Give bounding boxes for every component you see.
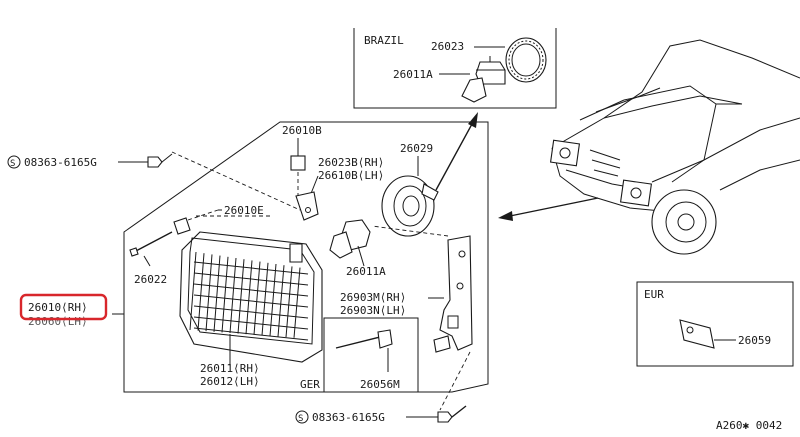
lens-line xyxy=(245,260,253,335)
lens-line xyxy=(189,251,197,331)
label-bolt-top: 08363-6165G xyxy=(24,156,97,169)
circle-s-top: S xyxy=(10,159,15,169)
bulb-socket-ring xyxy=(505,37,547,83)
lens-line xyxy=(253,261,261,335)
label-26011-rh: 26011⟨RH⟩ xyxy=(200,362,260,375)
label-26022: 26022 xyxy=(134,273,167,286)
main-assembly-outline xyxy=(112,121,489,393)
lens-line xyxy=(277,265,285,337)
label-26011a-brazil: 26011A xyxy=(393,68,433,81)
label-26023b: 26023B⟨RH⟩ xyxy=(318,156,384,169)
part-26010b: 26010B xyxy=(282,124,322,196)
callout-26010: 26010⟨RH⟩ 26060⟨LH⟩ xyxy=(19,293,108,328)
label-26023: 26023 xyxy=(431,40,464,53)
lens-line xyxy=(193,305,309,319)
eur-inset: EUR 26059 xyxy=(636,281,794,367)
part-26023b-socket: 26023B⟨RH⟩ 26610B⟨LH⟩ xyxy=(295,156,384,221)
label-26059: 26059 xyxy=(738,334,771,347)
circle-s-icon-bottom xyxy=(295,410,309,424)
lens-line xyxy=(193,294,309,308)
diagram-code: A260✱ 0042 xyxy=(716,419,782,432)
eur-box-label: EUR xyxy=(644,288,664,301)
highlight-box xyxy=(19,293,108,321)
brazil-inset: BRAZIL 26023 26011A xyxy=(353,28,557,109)
label-26610b: 26610B⟨LH⟩ xyxy=(318,169,384,182)
circle-s-bottom: S xyxy=(298,414,303,424)
lens-pattern xyxy=(189,251,309,341)
lens-line xyxy=(285,266,293,338)
part-26029-cap: 26029 xyxy=(381,142,439,237)
bolt-bottom: S 08363-6165G xyxy=(295,405,467,424)
label-26903m: 26903M⟨RH⟩ xyxy=(340,291,406,304)
lens-line xyxy=(193,261,309,275)
arrow-to-assembly xyxy=(498,197,599,221)
label-26010b: 26010B xyxy=(282,124,322,137)
label-26010e: 26010E xyxy=(224,204,264,217)
label-26012-lh: 26012⟨LH⟩ xyxy=(200,375,260,388)
label-26903n: 26903N⟨LH⟩ xyxy=(340,304,406,317)
part-26903m-bracket: 26903M⟨RH⟩ 26903N⟨LH⟩ xyxy=(340,225,473,411)
label-26010-rh: 26010⟨RH⟩ xyxy=(28,301,88,314)
label-26060-lh: 26060⟨LH⟩ xyxy=(28,315,88,328)
ger-box-label: GER xyxy=(300,378,320,391)
lens-line xyxy=(193,283,309,297)
ger-inset: GER 26056M xyxy=(300,317,419,393)
label-26029: 26029 xyxy=(400,142,433,155)
headlamp-lens-26010 xyxy=(179,215,323,363)
arrow-to-brazil xyxy=(435,112,478,191)
vehicle-front-view xyxy=(549,39,800,255)
circle-s-icon-top xyxy=(7,155,21,169)
brazil-box-label: BRAZIL xyxy=(364,34,404,47)
part-26011a-bulb: 26011A xyxy=(329,219,386,278)
lens-line xyxy=(237,259,245,334)
label-group-26011: 26011⟨RH⟩ 26012⟨LH⟩ xyxy=(200,334,260,388)
label-bolt-bottom: 08363-6165G xyxy=(312,411,385,424)
bulb-26011a-brazil xyxy=(461,56,506,103)
lens-line xyxy=(269,263,277,337)
lens-line xyxy=(261,262,269,336)
bolt-top: S 08363-6165G xyxy=(7,151,301,211)
lens-line xyxy=(193,272,309,286)
label-26056m: 26056M xyxy=(360,378,400,391)
lens-line xyxy=(193,316,309,330)
label-26011a: 26011A xyxy=(346,265,386,278)
lens-line xyxy=(293,267,301,338)
part-26010e: 26010E xyxy=(173,204,264,235)
part-26022-screw: 26022 xyxy=(129,231,173,286)
lens-line xyxy=(193,327,309,341)
